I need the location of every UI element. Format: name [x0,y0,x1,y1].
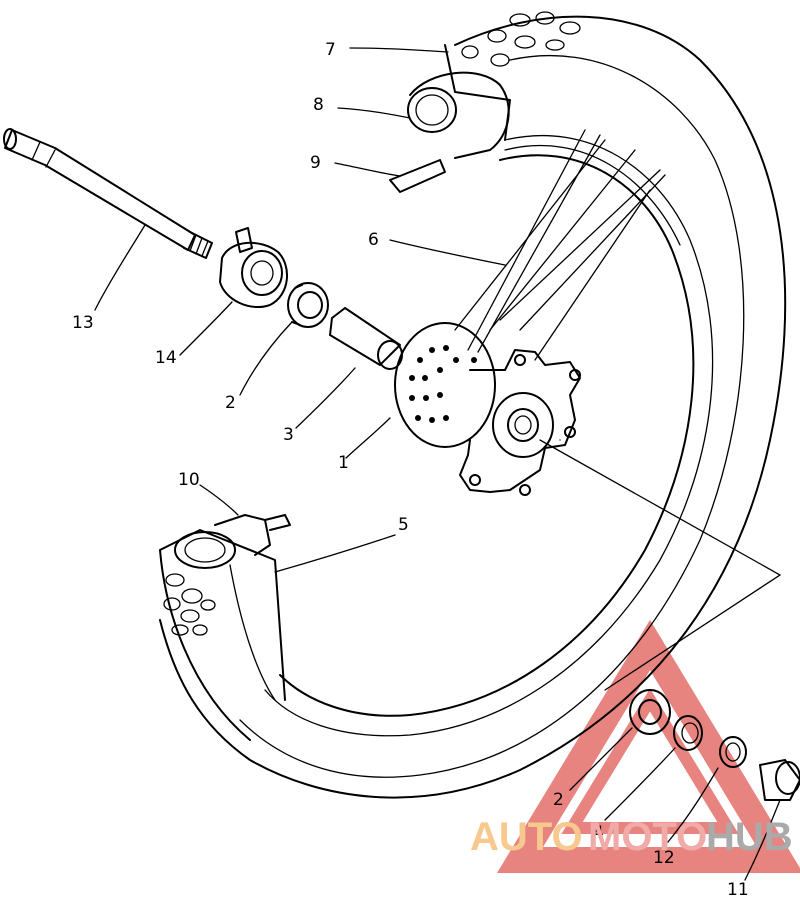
speedometer-gear-unit [219,227,289,308]
callout-3: 3 [283,425,294,445]
callout-labels: 7 8 9 6 13 14 2 3 1 10 5 2 4 12 11 [72,40,749,900]
wheel-bearing-left [287,282,329,328]
watermark-moto: MOTO [588,815,707,859]
callout-10: 10 [178,470,200,490]
rim-lock-clamp [174,514,291,569]
inner-tube-section [407,71,510,159]
front-axle [3,128,213,259]
callout-12: 12 [653,848,675,868]
leader-lines [94,47,781,881]
watermark-text: AUTO MOTO HUB [470,815,793,859]
callout-4: 4 [593,823,604,843]
callout-7: 7 [325,40,336,60]
rim-band [389,159,446,193]
watermark-hub: HUB [706,815,793,859]
upper-tread-blocks [461,11,581,67]
oil-seal [673,715,703,751]
spacer-collar [759,759,800,801]
assembly-guide-lines [539,439,782,691]
spokes [454,129,666,361]
collar [719,736,747,768]
callout-2-upper: 2 [225,393,236,413]
spacer-tube [329,307,403,370]
callout-9: 9 [310,153,321,173]
callout-8: 8 [313,95,324,115]
watermark-triangle-logo [496,619,800,873]
wheel-bearing-right [629,689,671,735]
callout-11: 11 [727,880,749,900]
watermark-auto: AUTO [470,815,583,859]
tire-and-rim [159,11,787,799]
callout-5: 5 [398,515,409,535]
callout-14: 14 [155,348,177,368]
callout-13: 13 [72,313,94,333]
callout-1: 1 [338,453,349,473]
wheel-hub [394,322,581,496]
callout-6: 6 [368,230,379,250]
callout-2-lower: 2 [553,790,564,810]
lower-tread-blocks [163,573,216,636]
